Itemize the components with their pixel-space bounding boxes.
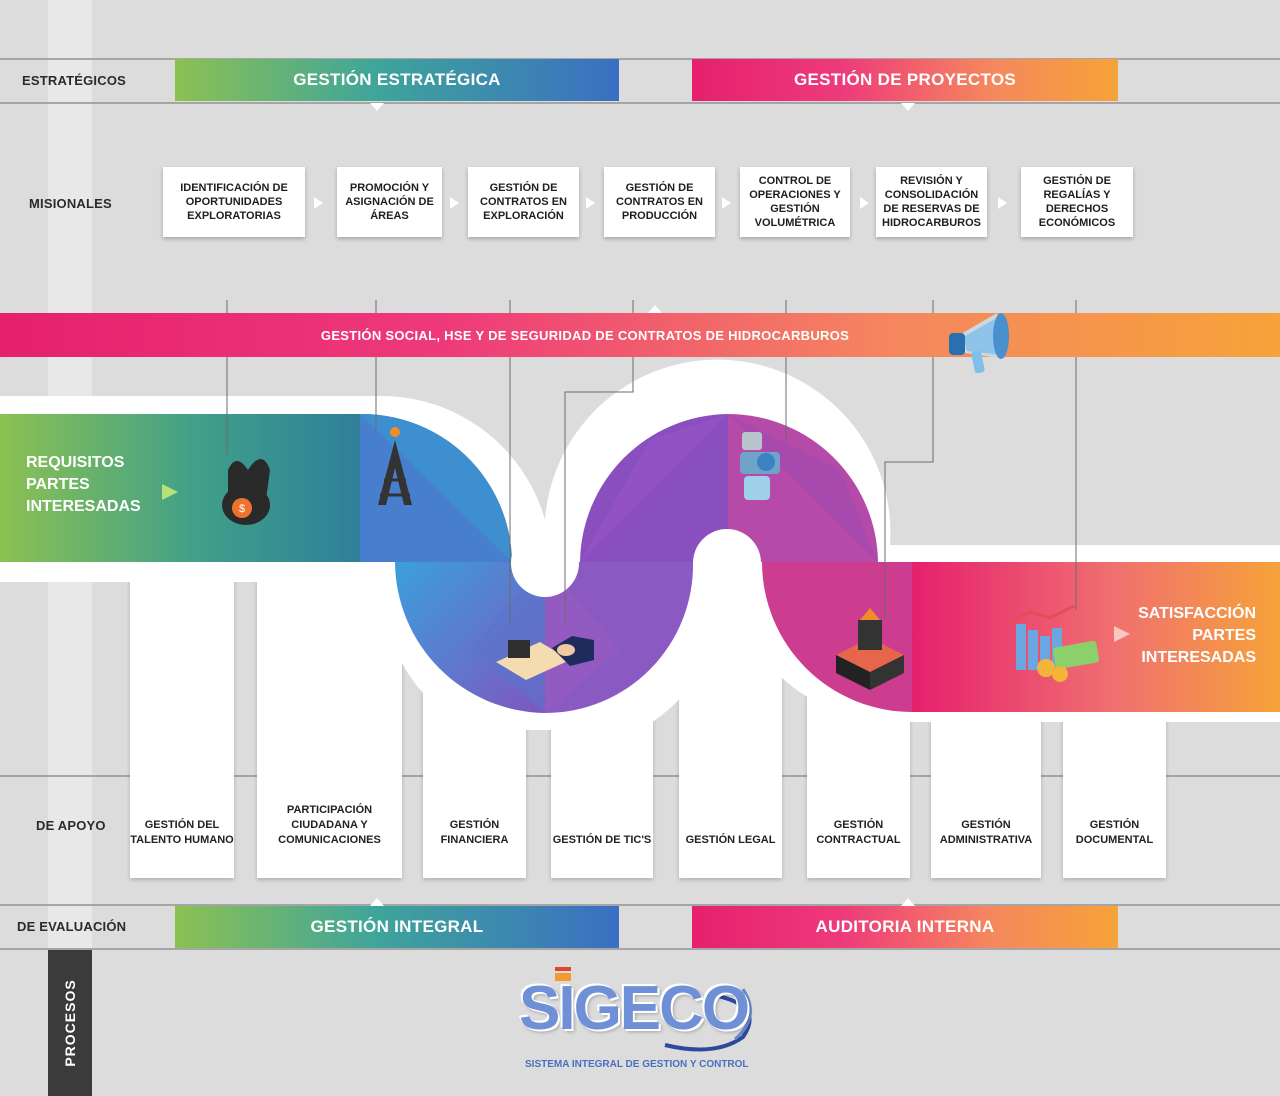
satisfaccion-text: SATISFACCIÓN PARTES INTERESADAS [1138,603,1256,669]
loop-hole [693,529,761,597]
down-arrow-icon [370,103,384,111]
separator-line [0,58,1280,60]
loop-hole [511,529,579,597]
arrow-right-icon [722,197,731,209]
oil-drop-dollar-icon: $ [222,459,270,525]
separator-line [0,904,1280,906]
refinery-icon [836,608,904,690]
right-loop-shade [580,414,728,562]
arrow-right-icon [860,197,869,209]
row-label-estrategicos: ESTRATÉGICOS [22,73,127,88]
missional-box[interactable]: GESTIÓN DE CONTRATOS EN PRODUCCIÓN [604,167,715,237]
sigeco-logo: SIGECO SISTEMA INTEGRAL DE GESTION Y CON… [515,965,775,1075]
requisitos-line: REQUISITOS [26,454,125,471]
satisfaccion-line: SATISFACCIÓN [1138,605,1256,622]
missional-box[interactable]: PROMOCIÓN Y ASIGNACIÓN DE ÁREAS [337,167,442,237]
satisfaccion-band [912,562,1280,712]
oil-rig-icon [378,427,412,505]
sigeco-logo-mark [555,967,752,1052]
left-loop-shade [545,562,620,713]
missional-box[interactable]: CONTROL DE OPERACIONES Y GESTIÓN VOLUMÉT… [740,167,850,237]
down-arrow-icon [901,103,915,111]
procesos-bar: PROCESOS [48,950,92,1096]
arrow-right-icon [1114,626,1130,642]
gestion-integral-label: GESTIÓN INTEGRAL [310,917,484,936]
separator-line [0,102,1280,104]
support-box[interactable]: PARTICIPACIÓN CIUDADANA Y COMUNICACIONES [257,578,402,878]
left-loop-shade [360,414,512,562]
row-label-evaluacion: DE EVALUACIÓN [17,919,127,934]
arrow-right-icon [450,197,459,209]
support-box[interactable]: GESTIÓN DEL TALENTO HUMANO [130,578,234,878]
separator-line [0,948,1280,950]
auditoria-interna-bar[interactable]: AUDITORIA INTERNA [692,906,1118,948]
gestion-integral-bar[interactable]: GESTIÓN INTEGRAL [175,906,619,948]
sigeco-tagline: SISTEMA INTEGRAL DE GESTION Y CONTROL [525,1059,749,1070]
auditoria-interna-label: AUDITORIA INTERNA [815,917,995,936]
gestion-proyectos-bar[interactable]: GESTIÓN DE PROYECTOS [692,59,1118,101]
contract-signing-icon [496,636,594,680]
requisitos-line: PARTES [26,476,90,493]
valve-icon [740,432,780,500]
gestion-proyectos-label: GESTIÓN DE PROYECTOS [793,70,1016,89]
missional-box[interactable]: GESTIÓN DE CONTRATOS EN EXPLORACIÓN [468,167,579,237]
sigeco-wordmark: SIGECO [519,974,750,1043]
gestion-social-label: GESTIÓN SOCIAL, HSE Y DE SEGURIDAD DE CO… [320,327,850,343]
row-label-apoyo: DE APOYO [36,818,106,833]
requisitos-line: INTERESADAS [26,498,141,515]
procesos-label: PROCESOS [62,979,78,1067]
up-arrow-icon [648,305,662,313]
arrow-right-icon [162,484,178,500]
missional-box[interactable]: IDENTIFICACIÓN DE OPORTUNIDADES EXPLORAT… [163,167,305,237]
requisitos-band [0,414,365,562]
arrow-right-icon [586,197,595,209]
satisfaccion-line: INTERESADAS [1141,649,1256,666]
gestion-social-bar[interactable]: GESTIÓN SOCIAL, HSE Y DE SEGURIDAD DE CO… [0,313,1280,357]
missional-box[interactable]: REVISIÓN Y CONSOLIDACIÓN DE RESERVAS DE … [876,167,987,237]
row-label-misionales: MISIONALES [29,196,112,211]
gestion-estrategica-label: GESTIÓN ESTRATÉGICA [293,70,501,89]
right-loop-shade [728,414,878,562]
satisfaccion-line: PARTES [1192,627,1256,644]
up-arrow-icon [370,898,384,906]
megaphone-icon [949,313,1009,374]
arrow-right-icon [314,197,323,209]
svg-text:$: $ [239,503,245,515]
arrow-right-icon [998,197,1007,209]
up-arrow-icon [901,898,915,906]
money-chart-icon [1007,604,1100,682]
process-flow-diagram: $ [0,300,1280,730]
missional-box[interactable]: GESTIÓN DE REGALÍAS Y DERECHOS ECONÓMICO… [1021,167,1133,237]
gestion-estrategica-bar[interactable]: GESTIÓN ESTRATÉGICA [175,59,619,101]
right-loop-lower [762,562,912,712]
requisitos-text: REQUISITOS PARTES INTERESADAS [26,452,141,518]
